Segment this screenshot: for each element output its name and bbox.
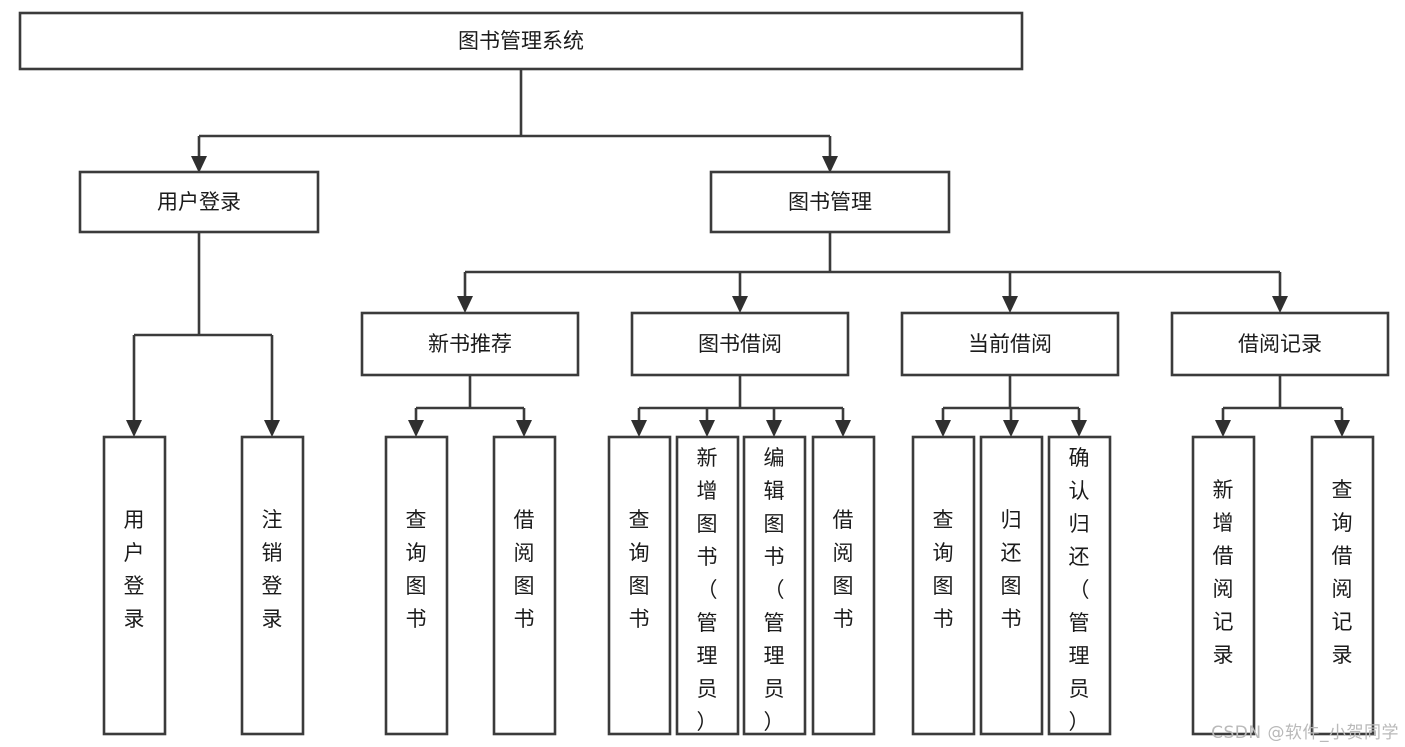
node-leaf-logout-box[interactable] [240, 435, 305, 736]
node-leaf-borrow-book-1[interactable]: 借阅图书 [492, 435, 557, 736]
node-leaf-confirm-return[interactable]: 确认归还（管理员） [1047, 435, 1112, 736]
arrow-head-new-book-recommend [457, 296, 473, 313]
node-leaf-return-book[interactable]: 归还图书 [979, 435, 1044, 736]
node-book-borrow-box[interactable] [630, 311, 850, 377]
node-leaf-query-record-label: 查询借阅记录 [1332, 478, 1353, 667]
node-leaf-borrow-book-2-box[interactable] [811, 435, 876, 736]
arrow-head-leaf-query-record [1334, 420, 1350, 437]
arrow-head-leaf-query-book-2 [631, 420, 647, 437]
node-leaf-return-book-label: 归还图书 [1001, 508, 1022, 631]
node-user-login[interactable]: 用户登录 [78, 170, 320, 234]
node-root-label: 图书管理系统 [458, 29, 584, 53]
node-leaf-user-login[interactable]: 用户登录 [102, 435, 167, 736]
node-current-borrow-box[interactable] [900, 311, 1120, 377]
arrow-head-book-manage [822, 156, 838, 173]
node-current-borrow[interactable]: 当前借阅 [900, 311, 1120, 377]
leaf-layer: 用户登录 注销登录 查询图书 借阅图书 查询图书 新增图书 [102, 435, 1375, 736]
arrow-head-leaf-query-book-3 [935, 420, 951, 437]
node-user-login-box[interactable] [78, 170, 320, 234]
node-borrow-record[interactable]: 借阅记录 [1170, 311, 1390, 377]
arrow-head-leaf-logout [264, 420, 280, 437]
node-root[interactable]: 图书管理系统 [18, 11, 1024, 71]
node-leaf-borrow-book-2-label: 借阅图书 [833, 508, 854, 631]
connector-layer [126, 69, 1350, 437]
node-leaf-add-book-box[interactable] [675, 435, 740, 736]
node-leaf-borrow-book-2[interactable]: 借阅图书 [811, 435, 876, 736]
node-leaf-borrow-book-1-box[interactable] [492, 435, 557, 736]
arrow-head-leaf-edit-book [766, 420, 782, 437]
node-leaf-add-record-box[interactable] [1191, 435, 1256, 736]
node-leaf-edit-book[interactable]: 编辑图书（管理员） [742, 435, 807, 736]
node-leaf-logout-label: 注销登录 [262, 508, 283, 631]
node-leaf-logout[interactable]: 注销登录 [240, 435, 305, 736]
arrow-head-leaf-add-record [1215, 420, 1231, 437]
node-leaf-add-book[interactable]: 新增图书（管理员） [675, 435, 740, 736]
node-leaf-confirm-return-box[interactable] [1047, 435, 1112, 736]
node-leaf-query-book-2-box[interactable] [607, 435, 672, 736]
node-leaf-query-book-1[interactable]: 查询图书 [384, 435, 449, 736]
node-leaf-query-record-box[interactable] [1310, 435, 1375, 736]
arrow-head-leaf-user-login [126, 420, 142, 437]
arrow-head-leaf-borrow-book-2 [835, 420, 851, 437]
arrow-head-leaf-query-book-1 [408, 420, 424, 437]
arrow-head-user-login [191, 156, 207, 173]
node-borrow-record-box[interactable] [1170, 311, 1390, 377]
node-book-borrow[interactable]: 图书借阅 [630, 311, 850, 377]
node-leaf-confirm-return-label: 确认归还（管理员） [1069, 446, 1090, 734]
node-root-box[interactable] [18, 11, 1024, 71]
node-leaf-return-book-box[interactable] [979, 435, 1044, 736]
node-new-book-recommend-label: 新书推荐 [428, 332, 512, 356]
node-leaf-query-record[interactable]: 查询借阅记录 [1310, 435, 1375, 736]
node-leaf-query-book-2-label: 查询图书 [629, 508, 650, 631]
node-new-book-recommend-box[interactable] [360, 311, 580, 377]
node-user-login-label: 用户登录 [157, 190, 241, 214]
node-book-manage-box[interactable] [709, 170, 951, 234]
node-book-manage[interactable]: 图书管理 [709, 170, 951, 234]
node-leaf-query-book-1-label: 查询图书 [406, 508, 427, 631]
node-leaf-query-book-3-label: 查询图书 [933, 508, 954, 631]
node-leaf-add-record-label: 新增借阅记录 [1213, 478, 1234, 667]
node-leaf-edit-book-label: 编辑图书（管理员） [764, 446, 785, 734]
node-leaf-user-login-box[interactable] [102, 435, 167, 736]
node-borrow-record-label: 借阅记录 [1238, 332, 1322, 356]
node-leaf-user-login-label: 用户登录 [124, 508, 145, 631]
arrow-head-current-borrow [1002, 296, 1018, 313]
node-book-borrow-label: 图书借阅 [698, 332, 782, 356]
arrow-head-leaf-borrow-book-1 [516, 420, 532, 437]
node-leaf-borrow-book-1-label: 借阅图书 [514, 508, 535, 631]
node-current-borrow-label: 当前借阅 [968, 332, 1052, 356]
node-leaf-add-record[interactable]: 新增借阅记录 [1191, 435, 1256, 736]
node-leaf-add-book-label: 新增图书（管理员） [697, 446, 718, 734]
arrow-head-leaf-return-book [1003, 420, 1019, 437]
node-new-book-recommend[interactable]: 新书推荐 [360, 311, 580, 377]
node-leaf-query-book-1-box[interactable] [384, 435, 449, 736]
node-leaf-query-book-3-box[interactable] [911, 435, 976, 736]
arrow-head-book-borrow [732, 296, 748, 313]
arrow-head-leaf-confirm-return [1071, 420, 1087, 437]
node-leaf-query-book-2[interactable]: 查询图书 [607, 435, 672, 736]
arrow-head-leaf-add-book [699, 420, 715, 437]
node-leaf-edit-book-box[interactable] [742, 435, 807, 736]
node-leaf-query-book-3[interactable]: 查询图书 [911, 435, 976, 736]
node-book-manage-label: 图书管理 [788, 190, 872, 214]
arrow-head-borrow-record [1272, 296, 1288, 313]
